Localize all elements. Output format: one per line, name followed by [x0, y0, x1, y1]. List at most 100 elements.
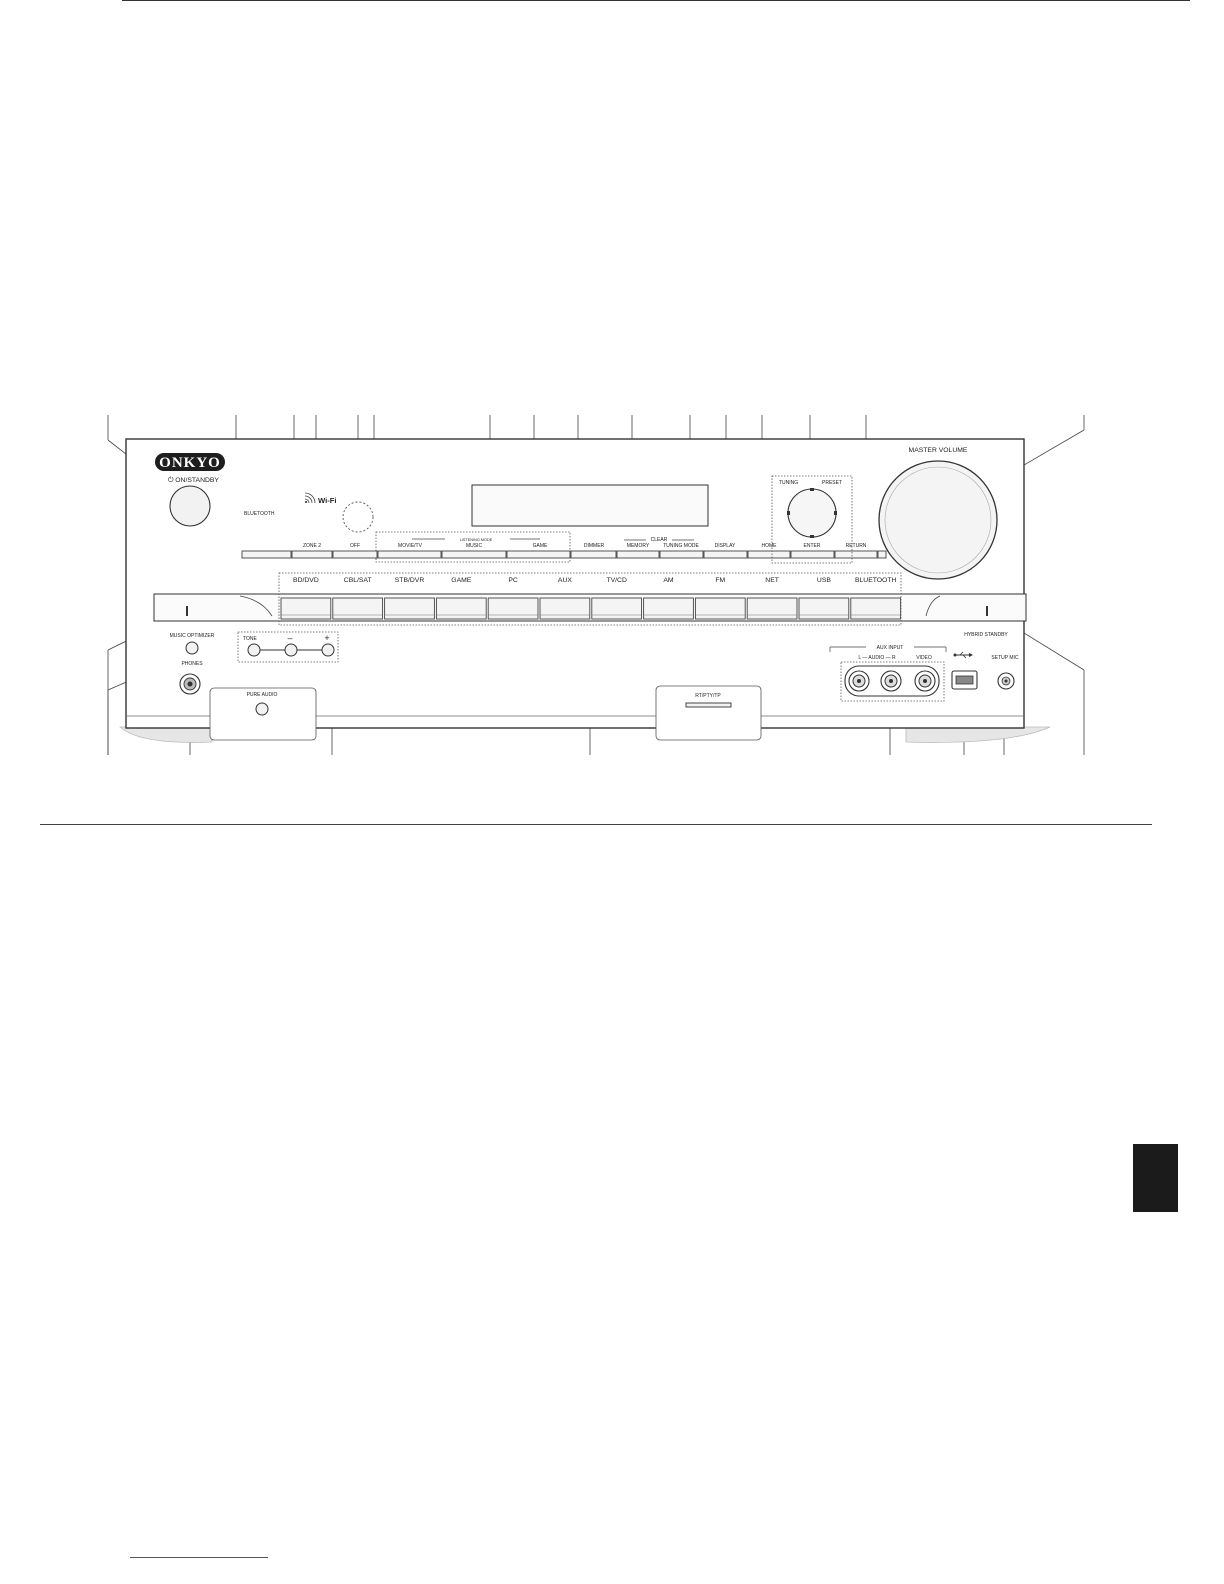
game-mode-button[interactable]	[506, 550, 571, 559]
wifi-label: Wi-Fi	[318, 496, 337, 505]
music-button[interactable]	[441, 550, 507, 559]
receiver-front-panel-diagram: ONKYO ⏻ ON/STANDBY BLUETOOTH Wi-Fi ZONE …	[107, 415, 1085, 755]
movie-tv-label: MOVIE/TV	[398, 543, 423, 549]
dimmer-button[interactable]	[570, 550, 617, 559]
pure-audio-button[interactable]	[255, 702, 269, 716]
aux-video-jack[interactable]	[914, 670, 936, 692]
input-label-usb: USB	[817, 577, 831, 584]
page-header-rule	[122, 0, 1190, 1]
input-label-bd-dvd: BD/DVD	[293, 577, 319, 584]
input-button-am[interactable]	[643, 597, 694, 620]
rt-pty-tp-button[interactable]	[685, 702, 732, 708]
input-label-bluetooth: BLUETOOTH	[855, 577, 897, 584]
display-label: DISPLAY	[715, 543, 736, 549]
enter-label: ENTER	[804, 543, 821, 549]
top-button-row	[241, 550, 887, 559]
music-optimizer-button[interactable]	[185, 641, 199, 655]
display-button[interactable]	[703, 550, 748, 559]
input-button-game[interactable]	[435, 597, 487, 620]
enter-button[interactable]	[790, 550, 835, 559]
input-button-stb-dvr[interactable]	[384, 597, 435, 620]
input-label-am: AM	[663, 577, 674, 584]
music-mode-label: MUSIC	[466, 543, 483, 549]
cursor-dial[interactable]	[787, 488, 837, 538]
input-button-bd-dvd[interactable]	[280, 597, 332, 620]
tone-plus-button[interactable]	[321, 643, 335, 657]
preset-label: PRESET	[822, 480, 842, 486]
tone-group	[237, 631, 339, 663]
zone2-button[interactable]	[291, 550, 333, 559]
aux-audio-l-jack[interactable]	[848, 670, 870, 692]
off-button[interactable]	[332, 550, 378, 559]
rt-pty-tp-label: RT/PTY/TP	[695, 693, 721, 699]
input-button-fm[interactable]	[694, 597, 746, 620]
zone2-label: ZONE 2	[303, 543, 321, 549]
power-label: ⏻ ON/STANDBY	[168, 476, 219, 484]
input-button-net[interactable]	[746, 597, 798, 620]
tone-button[interactable]	[247, 643, 261, 657]
right-foot	[905, 726, 1051, 743]
input-label-pc: PC	[508, 577, 518, 584]
clear-label: CLEAR	[651, 537, 668, 543]
tone-minus-button[interactable]	[284, 643, 298, 657]
input-label-cbl-sat: CBL/SAT	[344, 577, 372, 584]
input-label-stb-dvr: STB/DVR	[395, 577, 425, 584]
tuning-mode-label: TUNING MODE	[663, 543, 699, 549]
power-button[interactable]	[169, 485, 211, 527]
phones-label: PHONES	[181, 661, 203, 667]
rt-pty-tp-callout	[655, 685, 762, 741]
hybrid-standby-indicator	[986, 606, 988, 616]
usb-icon	[953, 651, 973, 659]
tone-minus-label: –	[287, 633, 292, 643]
input-button-cbl-sat[interactable]	[332, 597, 384, 620]
home-label: HOME	[762, 543, 778, 549]
left-indicator	[186, 606, 188, 616]
tone-plus-label: +	[324, 633, 329, 643]
aux-input-group	[840, 661, 945, 702]
setup-mic-label: SETUP MIC	[991, 655, 1019, 661]
input-button-usb[interactable]	[798, 597, 850, 620]
section-separator	[40, 824, 1152, 825]
video-label: VIDEO	[916, 655, 932, 661]
off-label: OFF	[350, 543, 360, 549]
tuning-mode-button[interactable]	[659, 550, 704, 559]
return-label: RETURN	[846, 543, 867, 549]
input-button-tv-cd[interactable]	[591, 597, 643, 620]
wifi-icon	[304, 492, 316, 504]
input-label-game: GAME	[451, 577, 471, 584]
home-button[interactable]	[747, 550, 791, 559]
music-optimizer-label: MUSIC OPTIMIZER	[170, 633, 215, 639]
remote-sensor	[342, 501, 374, 533]
onkyo-logo	[155, 453, 225, 471]
memory-button[interactable]	[616, 550, 660, 559]
tone-label: TONE	[243, 636, 257, 642]
listening-mode-label: LISTENING MODE	[460, 538, 493, 542]
input-button-aux[interactable]	[539, 597, 591, 620]
master-volume-label: MASTER VOLUME	[909, 447, 968, 454]
input-label-tv-cd: TV/CD	[606, 577, 626, 584]
left-foot	[118, 726, 213, 743]
bottom-link-underline[interactable]	[130, 1557, 268, 1558]
memory-label: MEMORY	[627, 543, 650, 549]
listening-mode-group	[375, 531, 571, 563]
onkyo-logo-text: ONKYO	[159, 455, 221, 471]
pure-audio-label: PURE AUDIO	[247, 692, 278, 698]
front-display	[471, 484, 709, 527]
tuning-preset-group	[771, 475, 853, 564]
tuning-label: TUNING	[779, 480, 798, 486]
dimmer-label: DIMMER	[584, 543, 605, 549]
return-button[interactable]	[834, 550, 878, 559]
aux-input-label: AUX INPUT	[877, 645, 904, 651]
master-volume-knob[interactable]	[878, 460, 998, 580]
input-label-net: NET	[765, 577, 779, 584]
input-button-pc[interactable]	[487, 597, 539, 620]
bluetooth-button[interactable]	[241, 550, 292, 559]
game-mode-label: GAME	[533, 543, 548, 549]
input-button-bluetooth[interactable]	[850, 597, 902, 620]
bluetooth-indicator-label: BLUETOOTH	[244, 511, 275, 517]
aux-audio-r-jack[interactable]	[880, 670, 902, 692]
chapter-tab	[1133, 1144, 1178, 1212]
movie-tv-button[interactable]	[377, 550, 442, 559]
input-label-fm: FM	[715, 577, 725, 584]
